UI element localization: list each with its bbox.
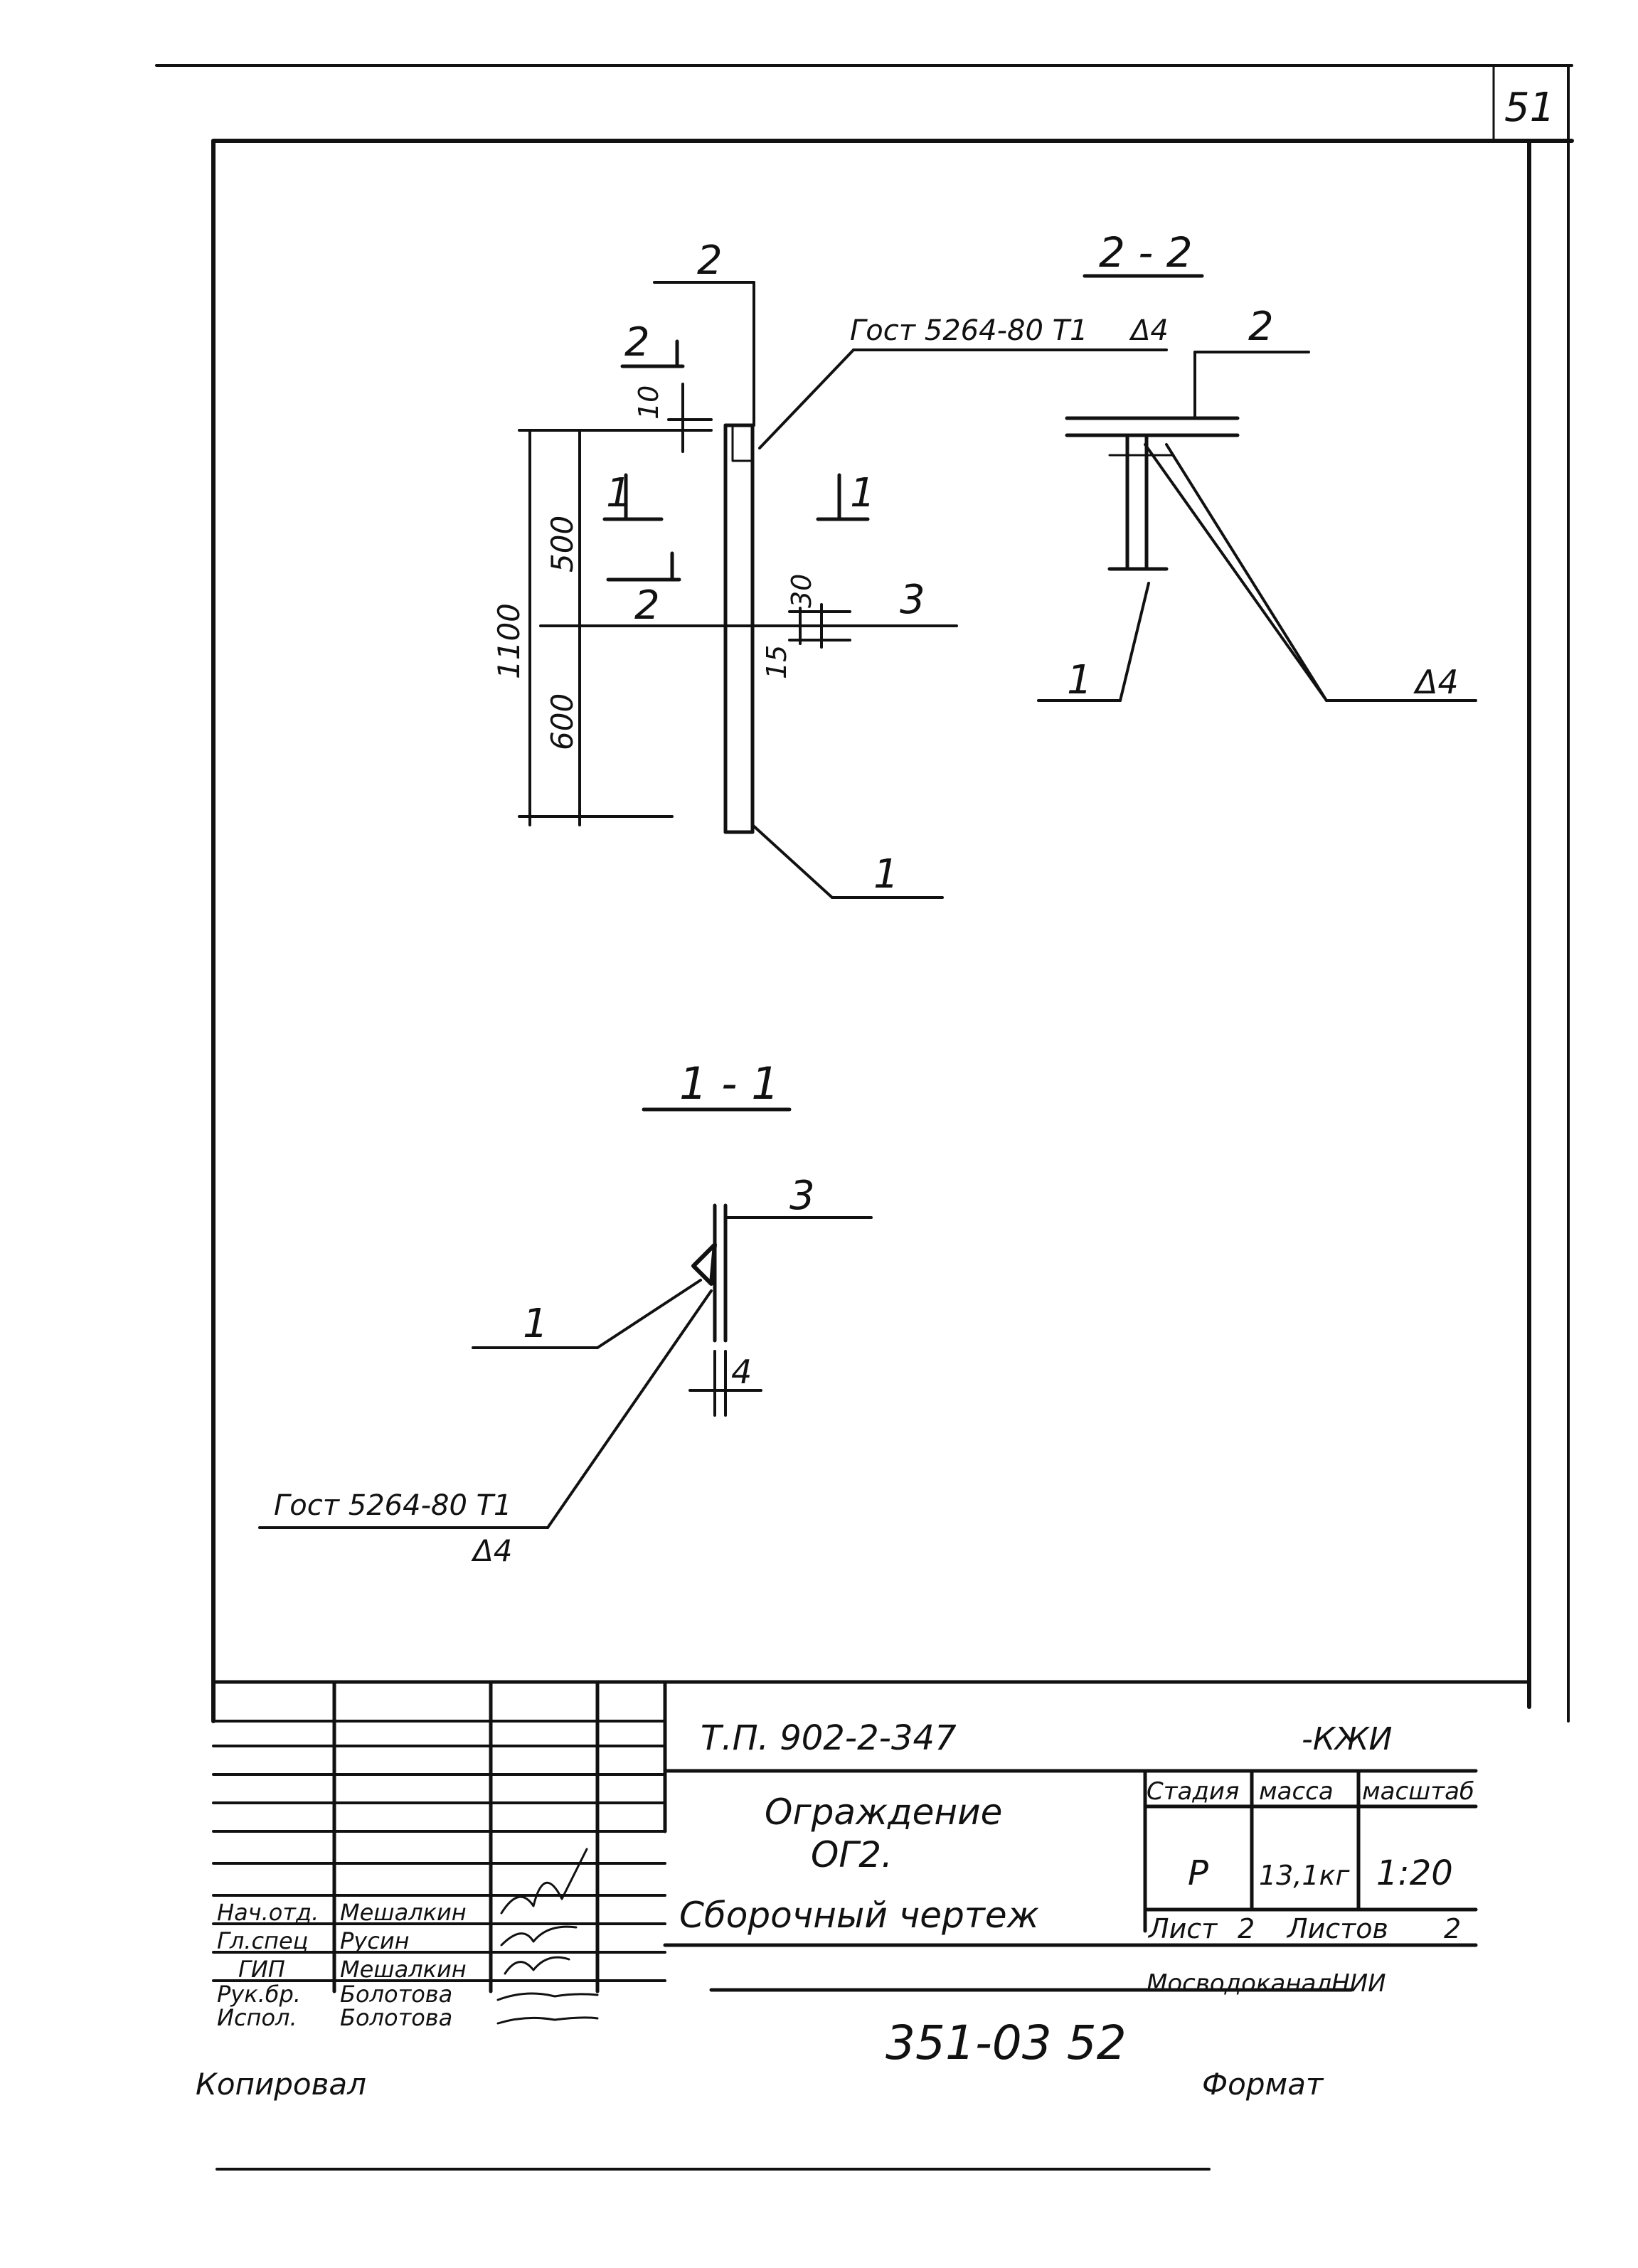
name-3: Болотова [340, 1981, 452, 2008]
section-2-2-weld: Δ4 [1413, 663, 1459, 701]
callout-2-top: 2 [697, 238, 723, 284]
dim-15: 15 [761, 645, 792, 679]
title-line-1: Ограждение [765, 1791, 1002, 1833]
section-1-1-callout-1: 1 [523, 1301, 548, 1347]
footer-copied: Копировал [196, 2067, 366, 2102]
scale-value: 1:20 [1376, 1853, 1453, 1893]
doc-suffix: -КЖИ [1302, 1721, 1392, 1757]
sheet-label: Лист [1147, 1913, 1218, 1944]
section-2-2: 2 - 2 2 1 Δ4 [1037, 228, 1477, 703]
stage-value: Р [1188, 1853, 1208, 1893]
dim-1100: 1100 [491, 603, 526, 679]
section-1-1-weld-size: 4 [494, 1533, 513, 1568]
dim-600: 600 [545, 693, 580, 750]
role-2: ГИП [238, 1956, 285, 1983]
title-block-lines [211, 1680, 1531, 1993]
post-profile [723, 423, 755, 834]
sheet-value: 2 [1238, 1913, 1255, 1944]
callout-1-main: 1 [873, 851, 899, 898]
section-2-2-weld-size: 4 [1437, 663, 1458, 701]
section-1-1-dim-4: 4 [731, 1353, 752, 1391]
footer-number: 351-03 52 [886, 2016, 1127, 2070]
role-3: Рук.бр. [217, 1981, 301, 2008]
section-2-2-profile [1065, 416, 1240, 571]
dimension-lines [518, 383, 958, 826]
section-1-1-callout-3: 3 [789, 1173, 815, 1219]
dim-500: 500 [545, 516, 580, 573]
role-0: Нач.отд. [217, 1899, 319, 1926]
callout-line-2-top [653, 281, 755, 427]
signatures-roles: Нач.отд. Гл.спец ГИП Рук.бр. Испол. [217, 1899, 319, 2031]
footer-format: Формат [1202, 2067, 1324, 2102]
weld-size-main: 4 [1150, 314, 1168, 347]
main-view: 2 Гост 5264-80 Т1 Δ4 2 1 1 2 [491, 238, 1169, 899]
section-1-1-leaders [258, 1216, 873, 1529]
sheet-number: 51 [1504, 85, 1555, 131]
callout-line-1-main [751, 824, 944, 899]
section-mark-1-left: 1 [606, 470, 632, 516]
section-1-1-title: 1 - 1 [679, 1058, 780, 1109]
section-mark-2-top: 2 [624, 319, 650, 366]
section-2-2-callout-2: 2 [1248, 304, 1274, 350]
name-4: Болотова [340, 2004, 452, 2031]
section-1-1-weld: Δ4 [471, 1533, 512, 1568]
section-1-1-profile [691, 1203, 728, 1343]
section-mark-2-bottom: 2 [634, 582, 660, 629]
handwritten-signatures [496, 1848, 599, 2025]
gost-leader [758, 348, 1168, 449]
dim-30: 30 [786, 574, 817, 608]
col-mass: масса [1259, 1777, 1334, 1806]
section-1-1: 1 - 1 3 1 4 Гост 5264-80 Т1 Δ4 [258, 1058, 873, 1568]
gost-label-main: Гост 5264-80 Т1 [850, 314, 1088, 347]
section-marks [602, 339, 870, 582]
section-2-2-title: 2 - 2 [1099, 228, 1193, 277]
weld-symbol-main: Δ4 [1129, 314, 1169, 347]
organization: МосводоканалНИИ [1147, 1969, 1386, 1998]
title-line-3: Сборочный чертеж [679, 1895, 1039, 1936]
sheets-label: Листов [1286, 1913, 1388, 1944]
section-mark-1-right: 1 [850, 470, 876, 516]
role-1: Гл.спец [217, 1927, 308, 1954]
name-0: Мешалкин [340, 1899, 467, 1926]
title-line-2: ОГ2. [811, 1834, 893, 1875]
col-stage: Стадия [1147, 1777, 1239, 1806]
sheet-frame [155, 64, 1574, 1723]
name-1: Русин [340, 1927, 410, 1954]
title-block-rows [212, 1720, 666, 1982]
name-2: Мешалкин [340, 1956, 467, 1983]
doc-code: Т.П. 902-2-347 [701, 1718, 957, 1758]
callout-3-main: 3 [900, 577, 925, 623]
section-2-2-callout-1: 1 [1067, 657, 1092, 703]
dim-10: 10 [633, 385, 664, 420]
section-1-1-gost: Гост 5264-80 Т1 [274, 1489, 512, 1522]
col-scale: масштаб [1362, 1777, 1474, 1806]
role-4: Испол. [217, 2004, 297, 2031]
signatures-names: Мешалкин Русин Мешалкин Болотова Болотов… [340, 1899, 467, 2031]
mass-value: 13,1кг [1259, 1860, 1351, 1891]
sheets-value: 2 [1444, 1913, 1461, 1944]
section-2-2-leaders [1037, 351, 1477, 702]
